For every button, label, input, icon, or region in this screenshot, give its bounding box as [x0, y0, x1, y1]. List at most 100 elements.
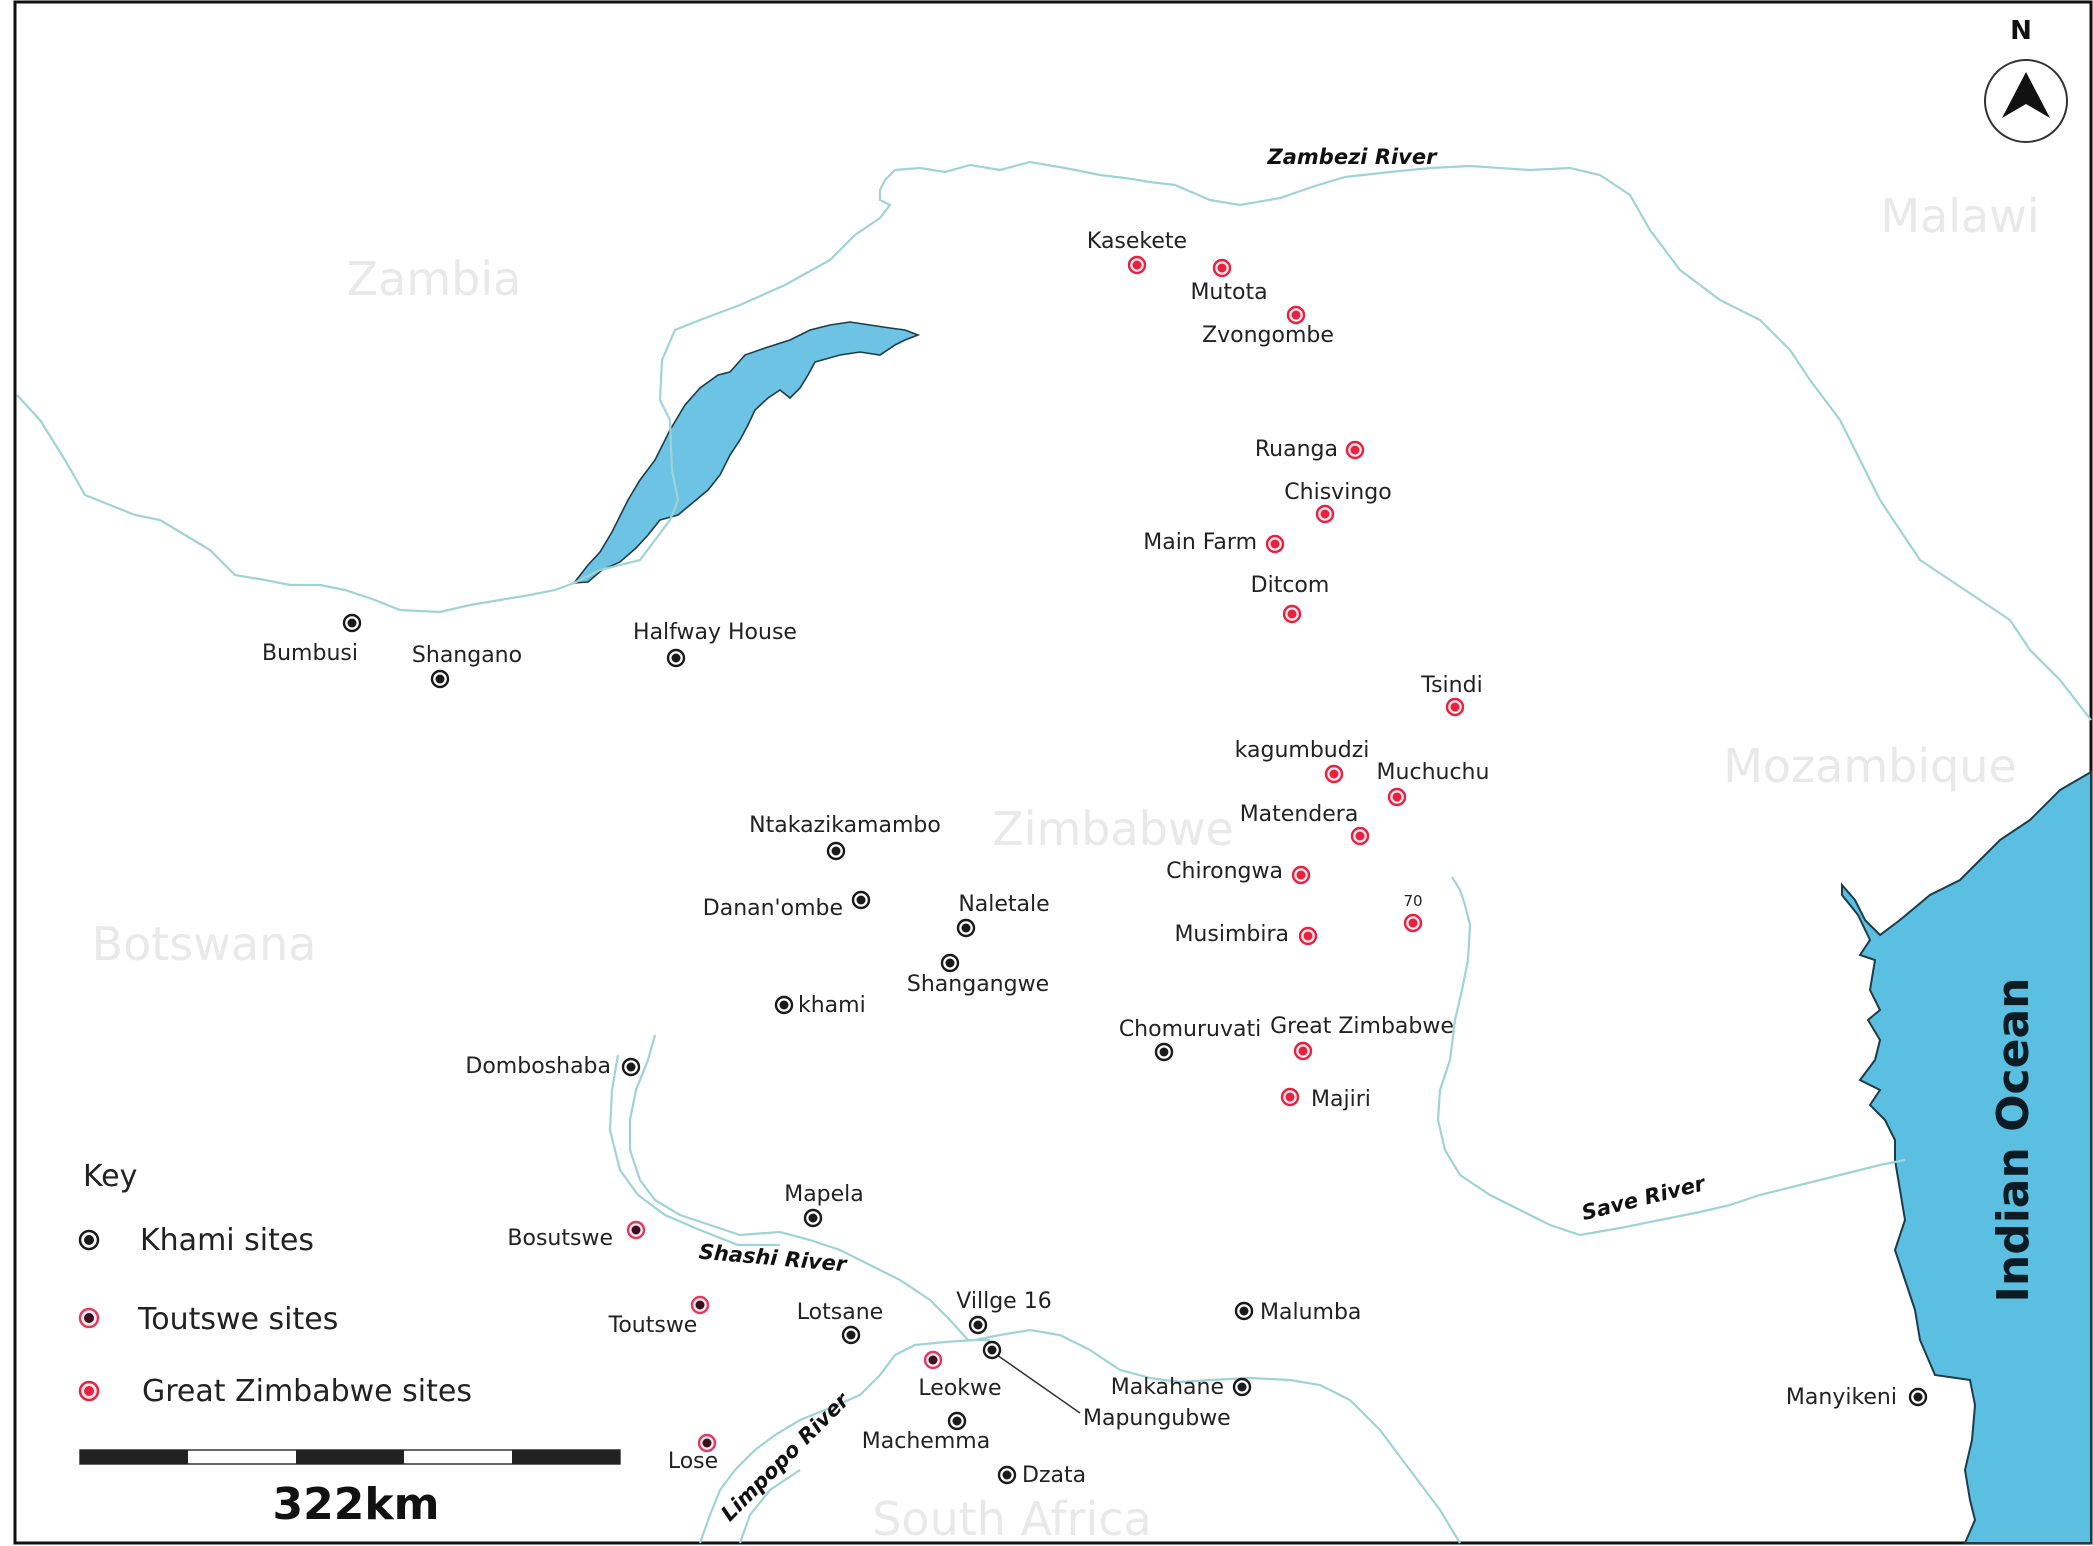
site-label: Kasekete	[1087, 229, 1187, 254]
site-label: Chomuruvati	[1119, 1017, 1261, 1042]
site-gz: Zvongombe	[1202, 305, 1334, 348]
country-label: South Africa	[872, 1492, 1152, 1546]
site-khami: Machemma	[862, 1411, 990, 1454]
site-markers: KaseketeMutotaZvongombeRuangaChisvingoMa…	[262, 229, 1928, 1488]
country-label: Zambia	[347, 252, 522, 306]
site-label: Leokwe	[918, 1376, 1001, 1401]
site-label: 70	[1403, 892, 1422, 910]
legend-label: Great Zimbabwe sites	[142, 1374, 472, 1409]
khami-marker-dot	[952, 1416, 962, 1426]
site-toutswe: Bosutswe	[507, 1220, 646, 1251]
legend-label: Toutswe sites	[137, 1302, 338, 1337]
site-gz: Chirongwa	[1166, 859, 1311, 885]
save-river	[1436, 876, 1906, 1237]
site-gz: Chisvingo	[1284, 480, 1392, 524]
site-khami: Makahane	[1111, 1375, 1252, 1400]
legend-item-khami: Khami sites	[78, 1223, 314, 1258]
site-gz: Main Farm	[1143, 530, 1285, 555]
site-khami: Ntakazikamambo	[749, 813, 941, 861]
site-khami: Shangano	[412, 643, 522, 689]
legend: Key Khami sites Toutswe sites Great Zimb…	[78, 1159, 472, 1409]
khami-marker-dot	[808, 1213, 818, 1223]
site-gz: Ditcom	[1251, 573, 1329, 624]
ocean-label: Indian Ocean	[1988, 978, 2039, 1303]
site-label: Ntakazikamambo	[749, 813, 941, 838]
khami-marker-dot	[973, 1320, 983, 1330]
site-label: Chisvingo	[1284, 480, 1391, 505]
site-khami: Shangangwe	[907, 953, 1049, 997]
site-gz: Majiri	[1280, 1087, 1371, 1112]
khami-marker-dot	[435, 674, 445, 684]
country-label: Botswana	[92, 917, 317, 971]
site-label: Lose	[668, 1449, 718, 1474]
site-khami: Domboshaba	[465, 1054, 641, 1079]
site-label: Mapela	[784, 1182, 864, 1207]
country-label: Zimbabwe	[992, 802, 1234, 856]
gz-marker-dot	[1392, 792, 1402, 802]
site-khami: Malumba	[1234, 1300, 1361, 1325]
country-label: Malawi	[1880, 189, 2039, 243]
site-label: Domboshaba	[465, 1054, 611, 1079]
site-gz: Ruanga	[1255, 437, 1365, 462]
zambezi-river	[16, 160, 2092, 721]
site-label: Musimbira	[1174, 922, 1289, 947]
shashi-river-bank	[608, 1054, 780, 1247]
khami-marker-dot	[1239, 1306, 1249, 1316]
khami-marker-dot	[779, 1000, 789, 1010]
limpopo-river	[698, 1328, 1461, 1544]
gz-marker-dot	[1296, 870, 1306, 880]
khami-marker-dot	[856, 895, 866, 905]
site-gz: Musimbira	[1174, 922, 1318, 947]
north-label: N	[2010, 16, 2032, 46]
gz-marker-dot	[1285, 1092, 1295, 1102]
site-label: Great Zimbabwe	[1270, 1014, 1454, 1039]
site-khami: Halfway House	[633, 620, 797, 668]
site-label: khami	[798, 993, 866, 1018]
legend-item-toutswe: Toutswe sites	[78, 1302, 338, 1337]
site-khami: Mapungubwe	[982, 1340, 1231, 1431]
site-gz: 70	[1403, 892, 1423, 933]
site-gz: Kasekete	[1087, 229, 1187, 275]
site-label: Main Farm	[1143, 530, 1257, 555]
site-gz: Muchuchu	[1377, 760, 1490, 807]
site-label: Zvongombe	[1202, 323, 1334, 348]
khami-marker-dot	[945, 958, 955, 968]
scale-bar: 322km	[79, 1449, 621, 1530]
site-toutswe: Leokwe	[918, 1350, 1002, 1401]
site-label: Majiri	[1311, 1087, 1371, 1112]
gz-marker-dot	[1291, 310, 1301, 320]
gz-marker-dot	[1350, 445, 1360, 455]
site-label: Mutota	[1190, 280, 1267, 305]
site-gz: Tsindi	[1420, 673, 1483, 717]
limpopo-river-bank	[738, 1469, 801, 1544]
gz-marker-dot	[1303, 931, 1313, 941]
khami-marker-dot	[1159, 1047, 1169, 1057]
site-gz: Great Zimbabwe	[1270, 1014, 1454, 1061]
lake-kariba-shape	[572, 321, 921, 584]
khami-marker-dot	[961, 923, 971, 933]
site-label: Ruanga	[1255, 437, 1338, 462]
site-label: Halfway House	[633, 620, 797, 645]
khami-marker-dot	[84, 1235, 94, 1245]
toutswe-marker-dot	[84, 1313, 94, 1323]
gz-marker-dot	[1217, 263, 1227, 273]
toutswe-marker-dot	[702, 1438, 712, 1448]
site-label: Mapungubwe	[1083, 1406, 1231, 1431]
scale-label: 322km	[273, 1479, 440, 1530]
site-khami: Chomuruvati	[1119, 1017, 1261, 1062]
site-label: Shangangwe	[907, 972, 1049, 997]
north-arrow-icon	[2002, 72, 2050, 118]
site-label: Manyikeni	[1786, 1385, 1897, 1410]
site-label: kagumbudzi	[1235, 738, 1370, 763]
site-toutswe: Lose	[668, 1433, 718, 1474]
river-label: Zambezi River	[1267, 145, 1439, 169]
khami-marker-dot	[626, 1062, 636, 1072]
gz-marker-dot	[1132, 260, 1142, 270]
site-label: Machemma	[862, 1429, 990, 1454]
gz-marker-dot	[1329, 769, 1339, 779]
khami-marker-dot	[671, 653, 681, 663]
site-label: Malumba	[1260, 1300, 1361, 1325]
legend-item-great-zimbabwe: Great Zimbabwe sites	[78, 1374, 472, 1409]
site-label: Muchuchu	[1377, 760, 1490, 785]
